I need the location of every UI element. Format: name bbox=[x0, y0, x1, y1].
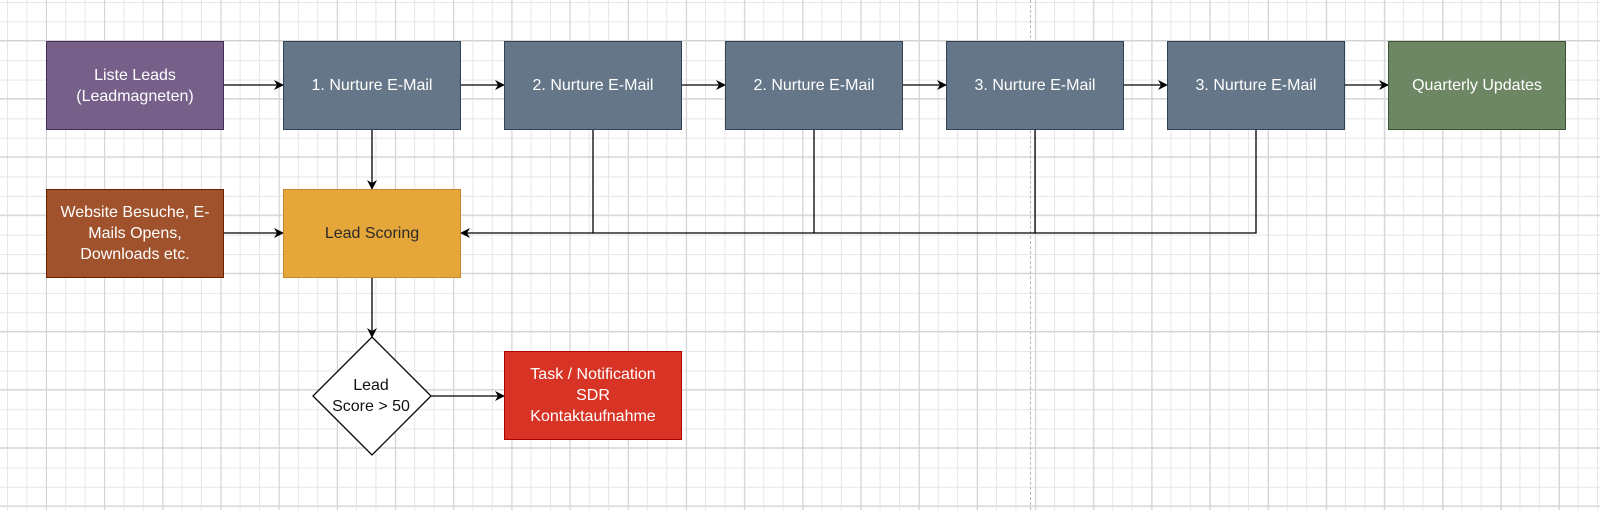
node-liste-leads-line-2: (Leadmagneten) bbox=[76, 87, 194, 105]
node-website-activity-line-2: Mails Opens, bbox=[88, 225, 182, 242]
node-nurture-email-3b-label: 3. Nurture E-Mail bbox=[1195, 77, 1317, 94]
node-website-activity[interactable]: Website Besuche, E- Mails Opens, Downloa… bbox=[46, 189, 224, 278]
node-nurture-email-1-label: 1. Nurture E-Mail bbox=[311, 77, 433, 94]
decision-diamond[interactable] bbox=[312, 336, 432, 456]
node-lead-scoring-label: Lead Scoring bbox=[324, 225, 420, 242]
node-decision-line-2: Score > 50 bbox=[332, 398, 410, 415]
node-task-notification-line-2: SDR bbox=[576, 387, 610, 404]
node-nurture-email-1[interactable]: 1. Nurture E-Mail bbox=[283, 41, 461, 130]
node-task-notification[interactable]: Task / Notification SDR Kontaktaufnahme bbox=[504, 351, 682, 440]
node-nurture-email-2a[interactable]: 2. Nurture E-Mail bbox=[504, 41, 682, 130]
node-lead-scoring[interactable]: Lead Scoring bbox=[283, 189, 461, 278]
node-nurture-email-2b[interactable]: 2. Nurture E-Mail bbox=[725, 41, 903, 130]
node-quarterly-updates[interactable]: Quarterly Updates bbox=[1388, 41, 1566, 130]
node-nurture-email-3a[interactable]: 3. Nurture E-Mail bbox=[946, 41, 1124, 130]
node-decision-line-1: Lead bbox=[353, 377, 389, 394]
node-quarterly-updates-label: Quarterly Updates bbox=[1412, 77, 1542, 94]
node-nurture-email-2a-label: 2. Nurture E-Mail bbox=[532, 77, 654, 94]
node-website-activity-line-3: Downloads etc. bbox=[80, 246, 190, 263]
node-decision-label[interactable]: Lead Score > 50 bbox=[312, 373, 430, 419]
node-nurture-email-3b[interactable]: 3. Nurture E-Mail bbox=[1167, 41, 1345, 130]
page-break-line bbox=[1030, 0, 1031, 510]
node-nurture-email-2b-label: 2. Nurture E-Mail bbox=[753, 77, 875, 94]
node-task-notification-line-3: Kontaktaufnahme bbox=[530, 408, 656, 425]
node-website-activity-line-1: Website Besuche, E- bbox=[60, 204, 210, 221]
node-task-notification-line-1: Task / Notification bbox=[530, 366, 656, 383]
edge-nurture3b-to-scoring[interactable] bbox=[460, 130, 1257, 238]
node-nurture-email-3a-label: 3. Nurture E-Mail bbox=[974, 77, 1096, 94]
node-liste-leads-line-1: Liste Leads bbox=[94, 66, 176, 84]
node-liste-leads[interactable]: Liste Leads (Leadmagneten) bbox=[46, 41, 224, 130]
